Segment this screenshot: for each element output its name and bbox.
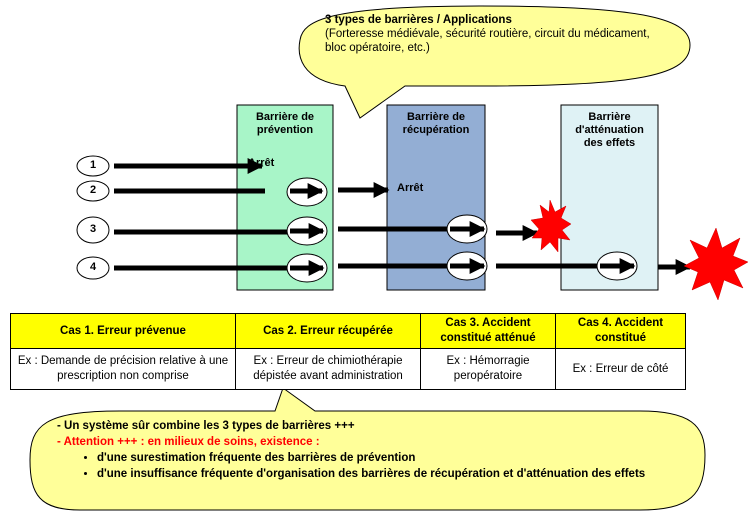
- bottom-bubble: - Un système sûr combine les 3 types de …: [57, 418, 697, 482]
- case-number-3: 3: [89, 223, 97, 235]
- bottom-bubble-bullet-1: d'une surestimation fréquente des barriè…: [97, 450, 697, 466]
- case-number-1: 1: [89, 159, 97, 171]
- barrier-prevention-label: Barrière de prévention: [237, 111, 333, 137]
- top-bubble: 3 types de barrières / Applications (For…: [325, 13, 685, 55]
- top-bubble-line1: (Forteresse médiévale, sécurité routière…: [325, 28, 650, 40]
- explosion-case-4: [683, 227, 749, 301]
- arret-label-recuperation: Arrêt: [397, 182, 424, 194]
- barrier-recuperation-label: Barrière de récupération: [387, 111, 485, 137]
- bottom-bubble-list: d'une surestimation fréquente des barriè…: [57, 450, 697, 482]
- case-2-header: Cas 2. Erreur récupérée: [235, 313, 421, 349]
- top-bubble-title: 3 types de barrières / Applications: [325, 14, 512, 26]
- cases-table: Cas 1. Erreur prévenue Cas 2. Erreur réc…: [10, 313, 686, 390]
- bottom-bubble-shape: [29, 387, 706, 511]
- case-circle-3: [76, 216, 110, 244]
- top-bubble-shape: [298, 5, 691, 119]
- case-2-example: Ex : Erreur de chimiothérapie dépistée a…: [235, 348, 421, 390]
- case-1-header: Cas 1. Erreur prévenue: [10, 313, 236, 349]
- cases-table-header-row: Cas 1. Erreur prévenue Cas 2. Erreur réc…: [10, 313, 686, 349]
- barrier-attenuation-line2: d'atténuation: [575, 124, 644, 136]
- case-1-example: Ex : Demande de précision relative à une…: [10, 348, 236, 390]
- bottom-bubble-line1: - Un système sûr combine les 3 types de …: [57, 420, 355, 432]
- barrier-prevention-line1: Barrière de: [255, 111, 315, 123]
- case-3-example: Ex : Hémorragie peropératoire: [420, 348, 556, 390]
- case-circle-4: [76, 256, 110, 280]
- bottom-bubble-bullet-2: d'une insuffisance fréquente d'organisat…: [97, 466, 697, 482]
- case-number-4: 4: [89, 261, 97, 273]
- top-bubble-line2: bloc opératoire, etc.): [325, 42, 430, 54]
- case-number-2: 2: [89, 184, 97, 196]
- barrier-attenuation-line3: des effets: [583, 137, 636, 149]
- case-3-header: Cas 3. Accident constitué atténué: [420, 313, 556, 349]
- explosion-case-3: [530, 199, 572, 253]
- case-circle-1: [76, 155, 110, 177]
- bottom-bubble-attention: - Attention +++ : en milieux de soins, e…: [57, 436, 320, 448]
- barrier-recuperation-line1: Barrière de: [406, 111, 466, 123]
- barrier-prevention-line2: prévention: [256, 124, 314, 136]
- cases-table-example-row: Ex : Demande de précision relative à une…: [10, 348, 686, 390]
- case-4-header: Cas 4. Accident constitué: [555, 313, 686, 349]
- barrier-attenuation-label: Barrière d'atténuation des effets: [561, 111, 658, 150]
- case-4-example: Ex : Erreur de côté: [555, 348, 686, 390]
- barrier-recuperation-line2: récupération: [402, 124, 470, 136]
- case-circle-2: [76, 180, 110, 202]
- arret-label-prevention: Arrêt: [248, 157, 275, 169]
- barrier-attenuation-line1: Barrière: [588, 111, 631, 123]
